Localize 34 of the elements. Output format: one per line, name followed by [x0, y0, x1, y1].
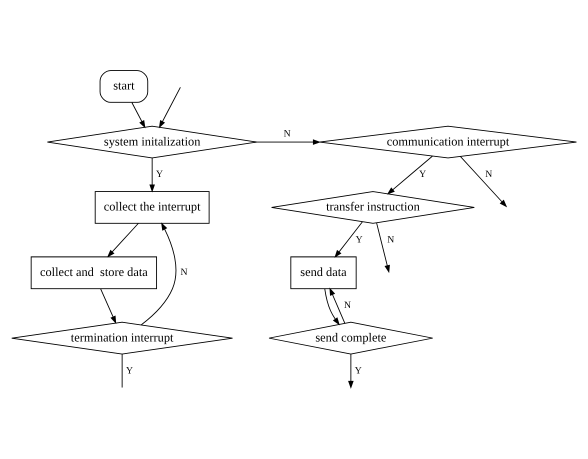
node-diamond: termination interrupt [11, 322, 233, 354]
edge-label: N [180, 267, 188, 278]
edge-label: Y [126, 365, 133, 376]
edge-label: Y [419, 169, 426, 180]
node-diamond: system initalization [46, 126, 258, 158]
node-box: start [100, 70, 148, 103]
edge-label: N [387, 234, 394, 246]
node-box: collect and store data [30, 256, 158, 290]
node-box: collect the interrupt [94, 191, 210, 224]
arrow [329, 288, 346, 324]
arrow [149, 158, 155, 192]
node-diamond: send complete [268, 322, 434, 354]
edge-label: Y [354, 365, 362, 376]
arrow [140, 222, 176, 326]
arrow [107, 222, 139, 258]
arrow [256, 139, 321, 145]
arrow [131, 102, 146, 128]
edge-label: Y [156, 169, 163, 180]
edge-label: N [284, 128, 291, 140]
arrow [348, 354, 354, 389]
node-diamond: transfer instruction [271, 191, 475, 224]
edge-label: Y [356, 234, 362, 246]
arrow [100, 288, 116, 324]
arrow [460, 156, 508, 208]
arrow [334, 221, 363, 258]
arrow [158, 86, 181, 128]
arrow [324, 288, 340, 326]
node-box: send data [290, 256, 357, 290]
edge-label: N [485, 169, 492, 180]
node-diamond: communication interrupt [319, 126, 577, 158]
connector [122, 354, 123, 388]
arrow [376, 222, 390, 274]
arrow [386, 156, 433, 195]
edge-label: N [344, 300, 351, 311]
